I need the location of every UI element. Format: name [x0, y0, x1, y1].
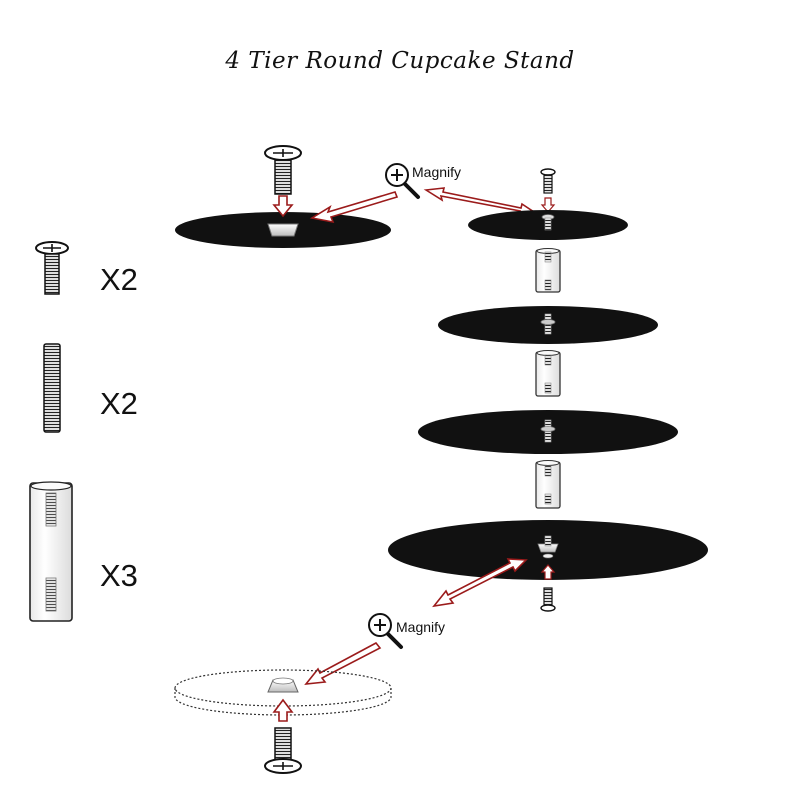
tier-2-hardware: [540, 313, 556, 335]
screw-quantity: X2: [100, 262, 138, 297]
top-detail-screw: [264, 145, 302, 195]
threaded-rod-icon: [43, 343, 61, 433]
tier-1-hardware: [541, 214, 555, 231]
diagram-title: 4 Tier Round Cupcake Stand: [225, 48, 575, 74]
bottom-detail-screw: [264, 727, 302, 774]
tier-3-hardware: [540, 419, 556, 443]
bottom-tier-screw: [540, 587, 556, 612]
magnify-icon-bottom: [368, 613, 403, 649]
screw-icon: [35, 241, 69, 295]
magnify-arrow-bottom-upper: [432, 558, 528, 608]
insert-arrow-tier-4: [540, 564, 556, 580]
column-3: [535, 460, 561, 509]
magnify-label-top: Magnify: [412, 164, 462, 180]
column-1: [535, 248, 561, 293]
rod-quantity: X2: [100, 386, 138, 421]
column-quantity: X3: [100, 558, 138, 593]
magnify-icon-top: [385, 163, 420, 199]
top-tier-screw: [540, 168, 556, 213]
insert-arrow-top: [272, 195, 294, 218]
magnify-label-bottom: Magnify: [396, 619, 446, 635]
magnify-arrow-top-right: [423, 187, 537, 217]
acrylic-column-icon: [29, 481, 73, 622]
insert-arrow-bottom: [272, 698, 294, 722]
column-2: [535, 350, 561, 397]
tier-4-hardware: [537, 535, 559, 559]
magnify-arrow-top-left: [309, 191, 399, 224]
top-detail-tier: [175, 212, 391, 248]
magnify-arrow-bottom-lower: [304, 641, 382, 685]
